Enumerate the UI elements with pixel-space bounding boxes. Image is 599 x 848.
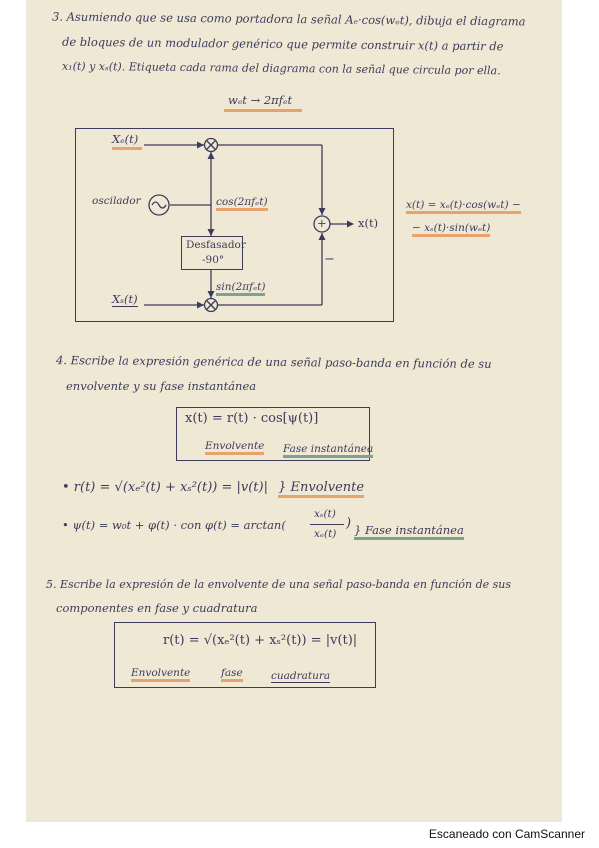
q4-line-2: envolvente y su fase instantánea: [66, 379, 257, 393]
notebook-page: [26, 0, 562, 822]
phase-shifter-box: Desfasador -90°: [181, 236, 246, 270]
q4-frac-num: xₛ(t): [314, 508, 336, 520]
xc-label: Xₑ(t): [112, 132, 143, 150]
q5-formula-box: r(t) = √(xₑ²(t) + xₛ²(t)) = |v(t)| Envol…: [114, 622, 376, 688]
result-line-2: − xₛ(t)·sin(wₑt): [412, 222, 491, 237]
q4-bullet-1-formula: • r(t) = √(xₑ²(t) + xₛ²(t)) = |v(t)|: [62, 480, 268, 495]
q4-label-envolvente: Envolvente: [205, 440, 265, 455]
q4-formula-box: x(t) = r(t) · cos[ψ(t)] Envolvente Fase …: [176, 407, 374, 461]
fraction-bar: [310, 524, 344, 525]
q5-formula: r(t) = √(xₑ²(t) + xₛ²(t)) = |v(t)|: [163, 633, 358, 648]
q5-label-envolvente: Envolvente: [131, 667, 191, 682]
q4-bullet-1: • r(t) = √(xₑ²(t) + xₛ²(t)) = |v(t)| } E…: [62, 480, 365, 498]
sin-branch-label: sin(2πfₑt): [216, 281, 266, 296]
q4-frac-den: xₑ(t): [314, 528, 337, 540]
result-line-1: x(t) = xₑ(t)·cos(wₑt) −: [406, 199, 521, 214]
q3-note: wₑt → 2πfₑt: [224, 93, 303, 112]
minus-sign: −: [324, 252, 335, 267]
q4-bullet-2: • ψ(t) = w₀t + φ(t) · con φ(t) = arctan(: [62, 518, 286, 532]
q4-bullet-1-tag: } Envolvente: [278, 480, 365, 498]
q4-label-fase: Fase instantánea: [283, 443, 374, 458]
scanner-footer: Escaneado con CamScanner: [0, 822, 599, 848]
output-label: x(t): [358, 216, 379, 230]
q5-label-fase: fase: [221, 667, 243, 682]
q5-label-cuadratura: cuadratura: [271, 670, 331, 683]
q4-formula: x(t) = r(t) · cos[ψ(t)]: [185, 411, 319, 426]
q5-line-1: 5. Escribe la expresión de la envolvente…: [46, 578, 512, 591]
adder-plus-sign: +: [317, 216, 327, 230]
xs-label: Xₛ(t): [112, 292, 138, 307]
q4-close-paren: ): [346, 516, 352, 531]
q4-bullet-2-tag: } Fase instantánea: [354, 523, 464, 540]
phase-shifter-label: Desfasador: [186, 239, 246, 251]
phase-shift-value: -90°: [202, 254, 225, 266]
oscillator-label: oscilador: [92, 195, 141, 207]
block-diagram-frame: [75, 128, 394, 322]
q5-line-2: componentes en fase y cuadratura: [56, 601, 258, 615]
scanner-watermark: Escaneado con CamScanner: [428, 827, 585, 841]
cos-branch-label: cos(2πfₑt): [216, 196, 268, 211]
result-x: x(t) = xₑ(t)·cos(wₑt) −: [406, 199, 521, 214]
